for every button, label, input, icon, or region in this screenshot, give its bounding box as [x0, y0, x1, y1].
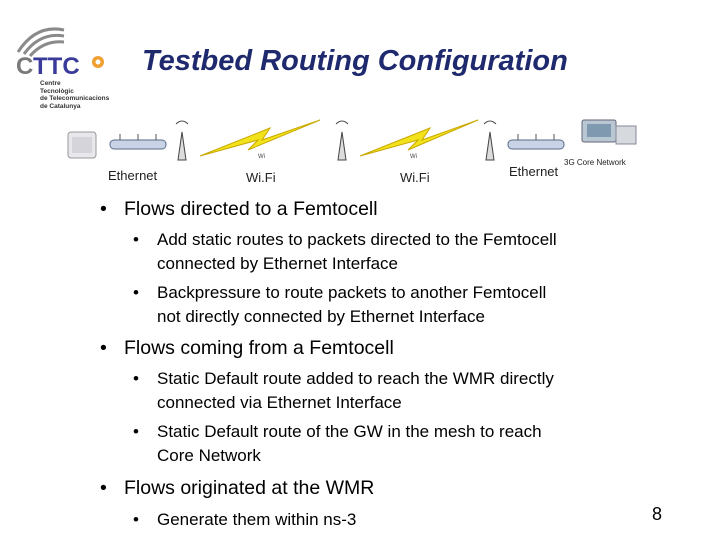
network-diagram-graphic: Wi Wi: [67, 119, 637, 161]
ethernet-hub-icon: [507, 134, 565, 150]
logo-line: Centre: [40, 80, 61, 87]
sub-bullet-line: Static Default route added to reach the …: [157, 369, 554, 388]
wifi-label-2: Wi.Fi: [400, 170, 430, 185]
bullet-dot: •: [100, 198, 107, 220]
ethernet-left-label: Ethernet: [108, 168, 158, 183]
femtocell-icon: [67, 131, 97, 159]
sub-bullet-line: Core Network: [157, 446, 261, 465]
ethernet-hub-icon: [109, 134, 167, 150]
bullet-text: Flows originated at the WMR: [124, 477, 375, 499]
logo-text-c: C: [16, 53, 33, 80]
sub-bullet-line: Backpressure to route packets to another…: [157, 283, 547, 302]
lightning-link-icon: Wi: [199, 119, 321, 160]
network-diagram: Wi Wi Ethernet Wi.Fi: [60, 110, 660, 190]
svg-text:Wi: Wi: [410, 154, 417, 160]
bullet-text: Flows directed to a Femtocell: [124, 198, 378, 220]
logo-waves-icon: C TTC: [16, 27, 104, 80]
sub-bullet-line: Static Default route of the GW in the me…: [157, 422, 542, 441]
bullet-dot: •: [133, 369, 139, 388]
wifi-label-1: Wi.Fi: [246, 170, 276, 185]
antenna-icon: [483, 120, 497, 161]
bullet-dot: •: [100, 337, 107, 359]
core-network-equipment-icon: [581, 119, 637, 145]
svg-text:TTC: TTC: [33, 53, 80, 80]
sub-bullet-line: Add static routes to packets directed to…: [157, 230, 557, 249]
lightning-link-icon: Wi: [359, 119, 479, 160]
sub-bullet-line: not directly connected by Ethernet Inter…: [157, 307, 485, 326]
slide-title: Testbed Routing Configuration: [142, 45, 568, 77]
bullet-dot: •: [133, 283, 139, 302]
page-number: 8: [652, 504, 663, 524]
cttc-logo: C TTC Centre Tecnològic de Telecomunicac…: [14, 20, 134, 120]
bullet-dot: •: [133, 230, 139, 249]
sub-bullet-line: connected by Ethernet Interface: [157, 254, 398, 273]
sub-bullet-line: Generate them within ns-3: [157, 510, 357, 529]
svg-text:Wi: Wi: [258, 154, 265, 160]
bullet-text: Flows coming from a Femtocell: [124, 337, 394, 359]
core-network-label: 3G Core Network: [564, 158, 626, 167]
antenna-icon: [335, 120, 349, 161]
logo-subtitle: Centre Tecnològic de Telecomunicacions d…: [40, 80, 109, 110]
bullet-dot: •: [100, 477, 107, 499]
sub-bullet-line: connected via Ethernet Interface: [157, 393, 402, 412]
logo-line: Tecnològic: [40, 87, 74, 95]
logo-line: de Catalunya: [40, 102, 81, 110]
antenna-icon: [175, 120, 189, 161]
logo-line: de Telecomunicacions: [40, 95, 110, 103]
bullet-dot: •: [133, 510, 139, 529]
bullet-dot: •: [133, 422, 139, 441]
ethernet-right-label: Ethernet: [509, 164, 559, 179]
